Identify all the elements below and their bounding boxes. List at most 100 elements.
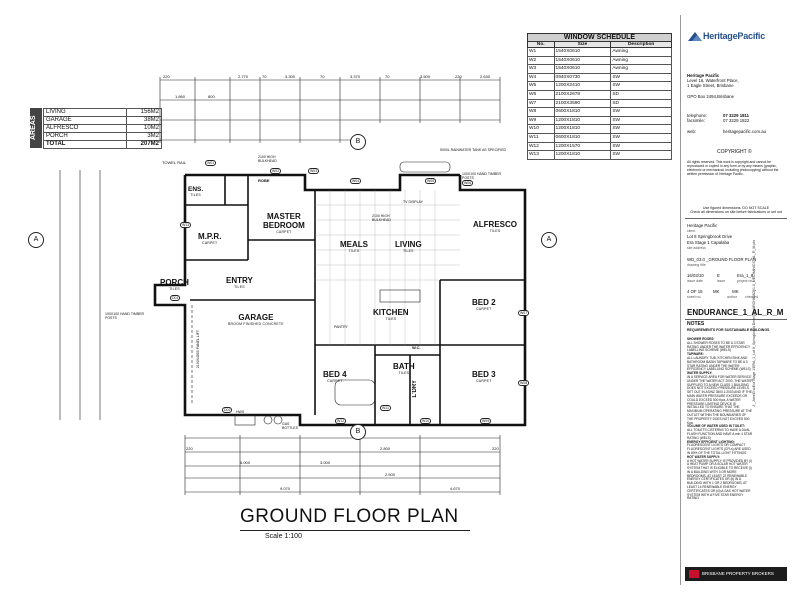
- plan-title: GROUND FLOOR PLAN: [240, 506, 459, 527]
- dim-label: 3.370: [350, 74, 361, 79]
- area-total-value: 207M2: [126, 140, 162, 149]
- window-size: 1540X0610: [553, 55, 612, 66]
- window-tag: W07: [518, 310, 530, 316]
- dim-label: 1.860: [175, 94, 186, 99]
- issue: E: [717, 273, 720, 278]
- window-no: W2: [527, 55, 555, 66]
- window-tag: W10: [420, 418, 432, 424]
- hot-water-text: A HOT WATER SUPPLY IS PROVIDED BY (i) A …: [687, 458, 752, 501]
- window-description: SW: [610, 81, 672, 91]
- drawing-title-label: drawing title: [687, 263, 706, 268]
- window-size: 1200X1570: [553, 141, 612, 152]
- window-size: 1200X1810: [553, 115, 612, 126]
- window-no: W8: [527, 107, 555, 117]
- sheet-no: 4: [687, 289, 690, 294]
- scale-notes: Use figured dimensions. DO NOT SCALE Che…: [687, 206, 785, 214]
- window-no: W10: [527, 124, 555, 134]
- window-description: SW: [610, 115, 672, 126]
- gas-bottles-note: GAS BOTTLES: [282, 422, 298, 430]
- copyright-heading: COPYRIGHT ©: [717, 149, 752, 155]
- window-no: W12: [527, 141, 555, 152]
- window-no: W4: [527, 72, 555, 83]
- room-robe: ROBE: [258, 178, 270, 183]
- window-size: 2100X2678: [553, 89, 612, 100]
- room-laundry: L'DRY: [412, 380, 418, 398]
- client: Heritage Pacific: [687, 223, 718, 228]
- tapware-text: ALL LAUNDRY TUB, KITCHEN SINK AND BATHRO…: [687, 355, 751, 372]
- client-label: client: [687, 229, 696, 234]
- drawing-title-block: WD_03.0 _GROUND FLOOR PLAN drawing title: [687, 257, 756, 268]
- dim-label: 70: [385, 74, 390, 79]
- logo-mark-icon: [688, 32, 702, 41]
- logo-text: HeritagePacific: [703, 31, 766, 41]
- divider: [685, 218, 787, 219]
- toilet-title: VOLUME OF WATER USED IN TOILET:: [687, 424, 745, 429]
- window-description: Awning: [610, 55, 672, 66]
- sheet-label: sheet no.: [687, 295, 702, 300]
- site-lot: Lot 8 Springbrook Drive: [687, 234, 733, 240]
- facsimile-label: facsimile:: [687, 118, 705, 124]
- dim-label: 2.500: [385, 472, 396, 477]
- window-tag: W03: [308, 168, 320, 174]
- window-description: SD: [610, 98, 672, 109]
- dim-label: 4.670: [450, 486, 461, 491]
- shower-text: ALL SHOWER ROSES TO BE A 3 STAR RATING U…: [687, 340, 751, 353]
- broker-logo-icon: [689, 569, 699, 578]
- window-tag: W12: [335, 418, 347, 424]
- title-block: HeritagePacific Heritage Pacific Level 1…: [680, 15, 791, 585]
- lighting-title: ENERGY EFFICIENT LIGHTING:: [687, 439, 735, 444]
- plan-title-underline: [240, 530, 470, 531]
- supply-text: IN A SERVICE AREA FOR WATER SERVICE UNDE…: [687, 374, 753, 425]
- window-size: 1200X2410: [553, 81, 612, 91]
- checked-label: checked: [745, 295, 759, 300]
- drawing-title: WD_03.0 _GROUND FLOOR PLAN: [687, 257, 757, 262]
- grid-marker-b-bottom: B: [350, 424, 366, 440]
- dim-label: 70: [320, 74, 325, 79]
- window-description: SW: [610, 124, 672, 134]
- telephone: 07 3229 1811: [723, 113, 750, 118]
- window-tag: W09: [480, 418, 492, 424]
- dim-label: 2.800: [380, 446, 391, 451]
- dim-label: 9.070: [280, 486, 291, 491]
- window-tag: W13: [180, 222, 192, 228]
- door-tag: D01: [170, 295, 181, 301]
- window-no: W5: [527, 81, 555, 91]
- po-box: GPO Box 2494,Brisbane: [687, 93, 735, 99]
- window-tag: W06: [462, 180, 474, 186]
- timber-posts-note-left: 100x100 HAND TIMBER POSTS: [105, 312, 145, 320]
- grid-marker-a-right: A: [541, 232, 557, 248]
- website-link[interactable]: heritagepacific.com.au: [723, 128, 766, 134]
- plan-linework: [59, 77, 527, 495]
- file-path: J:_Jobs\Era\Era Stage 1\ERA_1_Lot 8_Spri…: [752, 240, 756, 407]
- rainwater-tank-note: 5000L RAINWATER TANK AS SPECIFIED: [440, 148, 507, 152]
- timber-posts-note: 100x100 HAND TIMBER POSTS: [462, 172, 502, 180]
- panel-lift-note: 2100x4800 PANEL LIFT: [196, 330, 200, 369]
- room-mpr: M.P.R.CARPET: [198, 232, 222, 245]
- dim-label: 220: [455, 74, 462, 79]
- grid-marker-a-left: A: [28, 232, 44, 248]
- toilet-text: ALL TOILETS CISTERNS TO HAVE A DUAL FLUS…: [687, 428, 753, 440]
- dim-label: 3.300: [285, 74, 296, 79]
- window-size: 1200X1810: [553, 124, 612, 134]
- site-label: site address: [687, 245, 706, 250]
- window-tag: W11: [380, 405, 391, 411]
